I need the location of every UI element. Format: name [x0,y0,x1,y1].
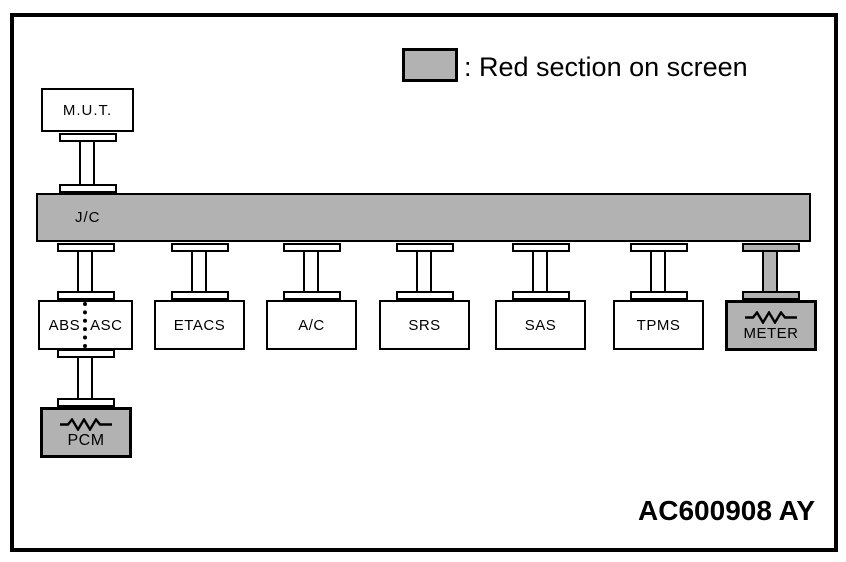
resistor-icon [745,311,797,324]
abs-asc-lower-stub [57,291,115,300]
mut-connector-lower-stub [59,184,117,193]
abs-label: ABS [48,316,81,334]
tpms-label: TPMS [636,316,681,334]
ac-upper-stub [283,243,341,252]
node-pcm: PCM [40,407,132,458]
srs-upper-stub [396,243,454,252]
tpms-stem [650,245,666,300]
ac-label: A/C [298,316,325,334]
tpms-lower-stub [630,291,688,300]
node-junction-bus: J/C [36,193,811,242]
legend-red-section-swatch [402,48,458,82]
sas-lower-stub [512,291,570,300]
etacs-stem [191,245,207,300]
node-mut: M.U.T. [41,88,134,132]
srs-label: SRS [408,316,441,334]
mut-connector-upper-stub [59,133,117,142]
srs-lower-stub [396,291,454,300]
abs-asc-dotted-divider [83,302,88,348]
meter-label: METER [743,325,799,342]
junction-label: J/C [75,209,101,226]
node-sas: SAS [495,300,586,350]
mut-label: M.U.T. [62,101,113,119]
node-etacs: ETACS [154,300,245,350]
sas-label: SAS [524,316,557,334]
resistor-icon [60,417,112,431]
ac-lower-stub [283,291,341,300]
mut-junction-stem [79,136,95,186]
etacs-label: ETACS [173,316,226,334]
tpms-upper-stub [630,243,688,252]
meter-lower-stub [742,291,800,300]
node-meter: METER [725,300,817,351]
ac-stem [303,245,319,300]
abs-asc-upper-stub [57,243,115,252]
figure-code: AC600908 AY [638,495,815,526]
node-ac: A/C [266,300,357,350]
etacs-upper-stub [171,243,229,252]
pcm-stem [77,353,93,400]
pcm-label: PCM [67,431,105,449]
meter-stem [762,245,778,300]
asc-label: ASC [90,316,123,334]
meter-upper-stub [742,243,800,252]
srs-stem [416,245,432,300]
pcm-lower-stub [57,398,115,407]
node-abs-asc: ABS ASC [38,300,133,350]
node-tpms: TPMS [613,300,704,350]
sas-stem [532,245,548,300]
legend-label: : Red section on screen [464,52,748,82]
abs-asc-stem [77,245,93,300]
etacs-lower-stub [171,291,229,300]
pcm-upper-stub [57,349,115,358]
node-srs: SRS [379,300,470,350]
sas-upper-stub [512,243,570,252]
